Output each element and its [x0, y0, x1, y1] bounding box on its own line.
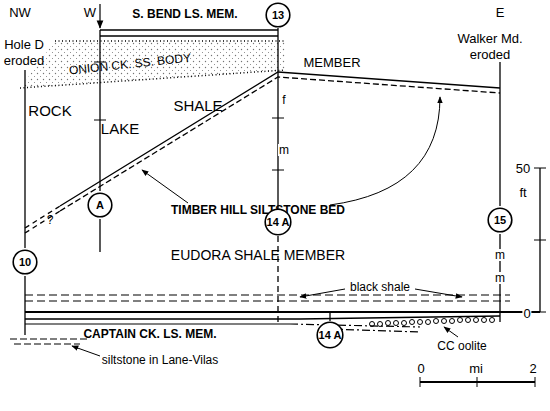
- section-number-circle: 14 A: [264, 208, 292, 236]
- section-number: 13: [265, 2, 291, 28]
- annotation-label: eroded: [470, 48, 510, 61]
- section-number-circle: 15: [487, 207, 513, 233]
- annotation-label: eroded: [4, 54, 44, 67]
- annotation-label: mi: [469, 362, 483, 375]
- annotation-label: Walker Md.: [457, 32, 522, 45]
- annotation-label: W: [84, 6, 96, 19]
- annotation-label: black shale: [350, 281, 410, 293]
- annotation-label: S. BEND LS. MEM.: [132, 8, 237, 20]
- section-number-circle: 10: [12, 249, 38, 275]
- annotation-label: NW: [9, 6, 31, 19]
- annotation-label: siltstone in Lane-Vilas: [102, 354, 219, 366]
- annotation-label: m: [494, 272, 506, 284]
- annotation-label: 0: [522, 307, 531, 320]
- section-number-circle: 14 A: [316, 321, 344, 349]
- section-number: A: [87, 192, 113, 218]
- annotation-label: ?: [47, 214, 54, 226]
- annotation-label: 50: [516, 162, 530, 175]
- annotation-label: TIMBER HILL SILTSTONE BED: [171, 204, 345, 216]
- annotation-label: ROCK: [28, 103, 71, 118]
- annotation-label: SHALE: [173, 98, 222, 113]
- section-number: 15: [487, 207, 513, 233]
- section-number-circle: A: [87, 192, 113, 218]
- annotation-label: Hole D: [4, 38, 44, 51]
- annotation-label: LAKE: [101, 121, 139, 136]
- annotation-label: E: [496, 6, 505, 19]
- section-number: 10: [12, 249, 38, 275]
- section-number: 14 A: [264, 208, 292, 236]
- annotation-label: EUDORA SHALE MEMBER: [171, 248, 345, 262]
- annotation-label: CAPTAIN CK. LS. MEM.: [83, 328, 216, 340]
- annotation-label: 0: [417, 362, 424, 375]
- annotation-label: ft: [519, 186, 526, 199]
- annotation-label: m: [278, 144, 290, 156]
- annotation-label: 2: [529, 362, 536, 375]
- annotation-label: m: [494, 249, 506, 261]
- annotation-label: MEMBER: [303, 56, 360, 69]
- section-number-circle: 13: [265, 2, 291, 28]
- section-number: 14 A: [316, 321, 344, 349]
- annotation-label: f: [281, 94, 286, 106]
- annotation-label: CC oolite: [437, 340, 486, 352]
